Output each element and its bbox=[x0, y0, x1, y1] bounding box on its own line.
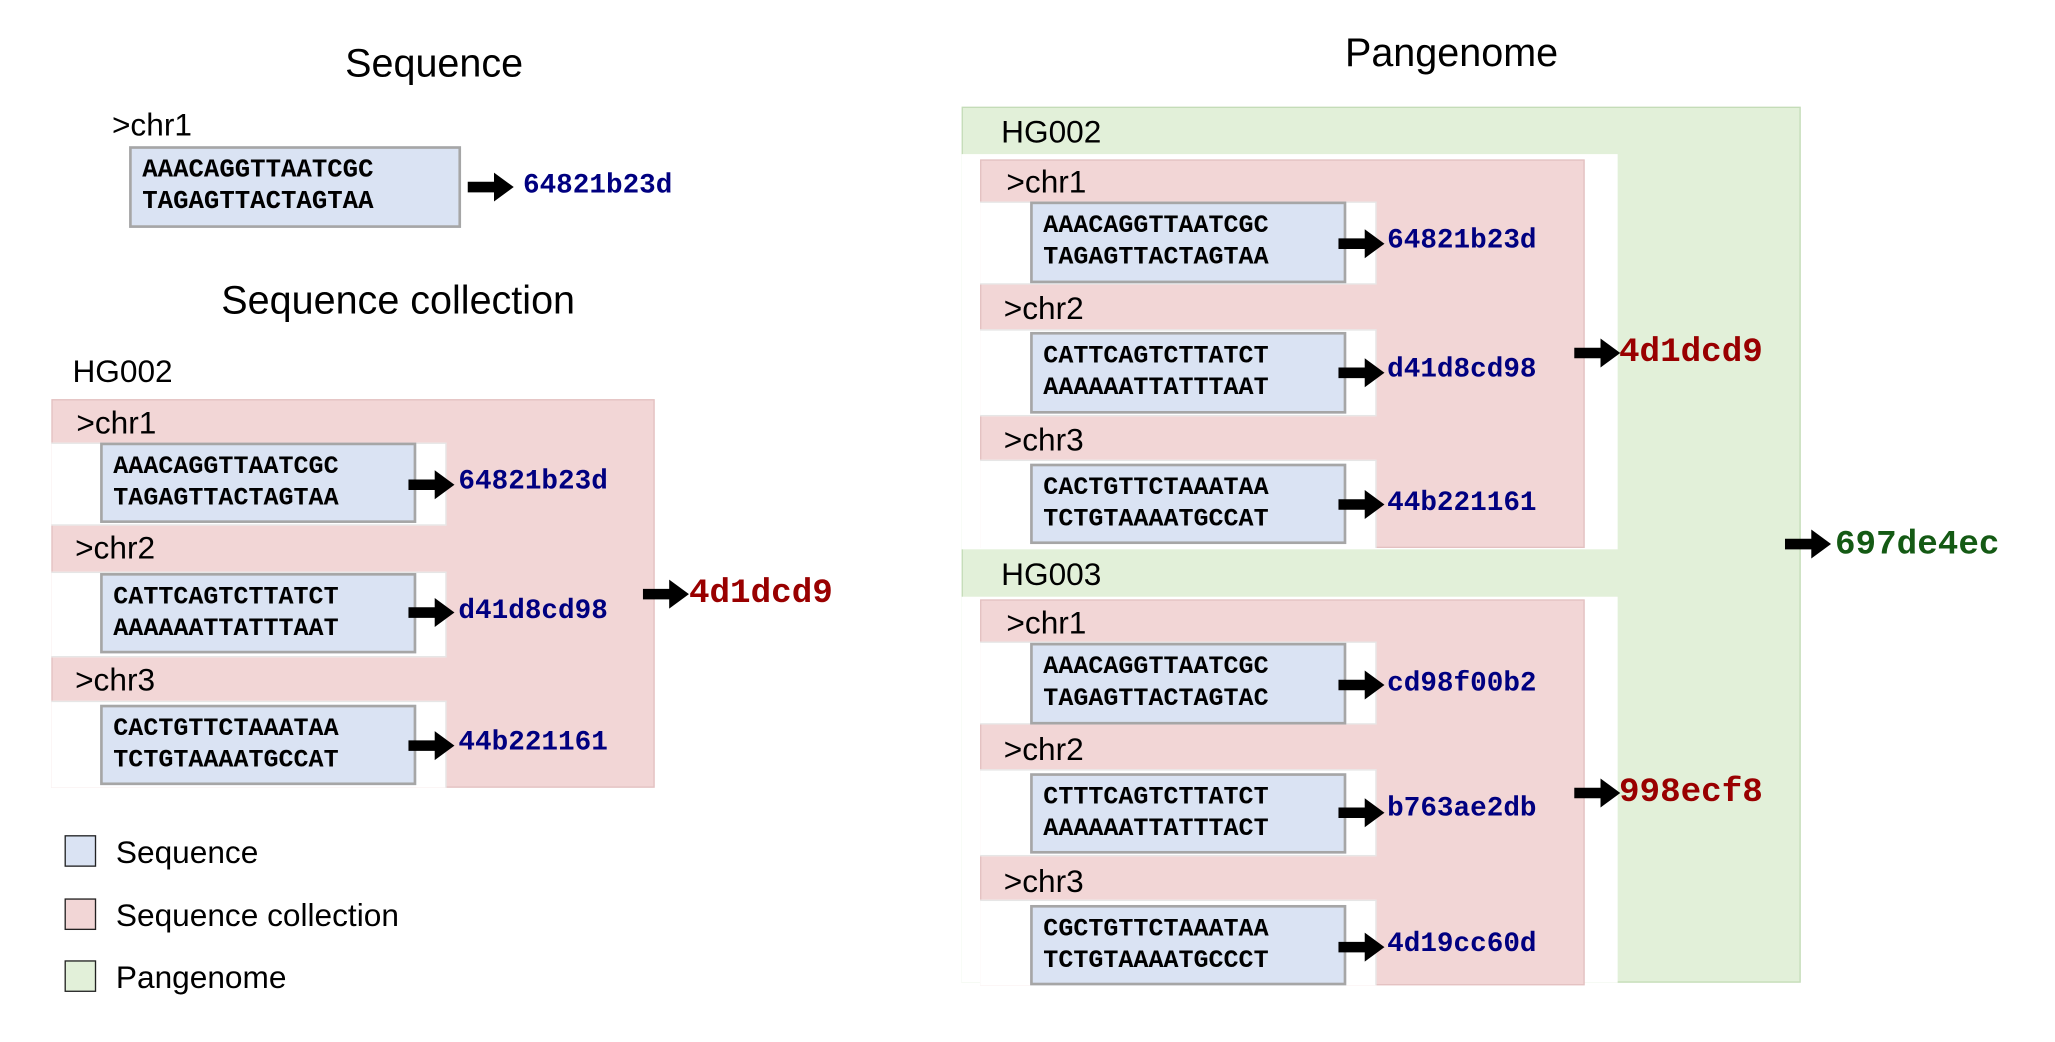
chrom-name: >chr1 bbox=[1006, 605, 1087, 642]
legend-collection-label: Sequence collection bbox=[115, 898, 399, 934]
arrow-icon bbox=[1338, 358, 1385, 388]
sequence-hash: b763ae2db bbox=[1387, 794, 1537, 825]
sequence-line: CATTCAGTCTTATCT bbox=[113, 582, 339, 612]
collection-name: HG002 bbox=[72, 354, 173, 390]
arrow-icon bbox=[1338, 490, 1385, 520]
sequence-box: CACTGTTCTAAATAA TCTGTAAAATGCCAT bbox=[100, 704, 417, 786]
arrow-icon bbox=[1574, 338, 1621, 368]
sequence-hash: 44b221161 bbox=[458, 728, 608, 759]
sequence-box: CGCTGTTCTAAATAA TCTGTAAAATGCCCT bbox=[1030, 904, 1347, 986]
arrow-icon bbox=[408, 470, 455, 500]
legend-sequence-swatch bbox=[64, 835, 97, 867]
pangenome-hash: 697de4ec bbox=[1834, 524, 2000, 564]
arrow-icon bbox=[1574, 778, 1621, 808]
sequence-line: AAACAGGTTAATCGC bbox=[1043, 652, 1269, 682]
sequence-line: AAACAGGTTAATCGC bbox=[142, 155, 374, 185]
sequence-line: CACTGTTCTAAATAA bbox=[1043, 472, 1269, 502]
chrom-name: >chr1 bbox=[1006, 164, 1087, 201]
sequence-line: AAAAAATTATTTAAT bbox=[113, 613, 339, 643]
sequence-title: Sequence bbox=[345, 42, 524, 86]
genome-name: HG003 bbox=[1001, 557, 1102, 593]
collection-hash: 998ecf8 bbox=[1618, 771, 1763, 812]
legend-pangenome-label: Pangenome bbox=[115, 960, 287, 996]
arrow-icon bbox=[642, 579, 689, 609]
chrom-name: >chr1 bbox=[76, 405, 157, 442]
sequence-line: TAGAGTTACTAGTAA bbox=[113, 483, 339, 513]
sequence-hash: d41d8cd98 bbox=[458, 596, 608, 628]
chrom-name: >chr3 bbox=[1003, 422, 1084, 459]
sequence-hash: d41d8cd98 bbox=[1387, 355, 1537, 386]
sequence-hash: cd98f00b2 bbox=[1387, 669, 1537, 700]
sequence-hash: 64821b23d bbox=[1387, 226, 1537, 257]
sequence-line: AAAAAATTATTTACT bbox=[1043, 814, 1269, 844]
sequence-box: CACTGTTCTAAATAA TCTGTAAAATGCCAT bbox=[1030, 463, 1347, 545]
chrom-name: >chr2 bbox=[1003, 291, 1084, 327]
arrow-icon bbox=[467, 172, 514, 202]
sequence-box: CTTTCAGTCTTATCT AAAAAATTATTTACT bbox=[1030, 773, 1347, 854]
sequence-line: CTTTCAGTCTTATCT bbox=[1043, 782, 1269, 812]
sequence-hash: 64821b23d bbox=[458, 467, 608, 498]
sequence-line: CATTCAGTCTTATCT bbox=[1043, 341, 1269, 371]
sequence-box: AAACAGGTTAATCGC TAGAGTTACTAGTAC bbox=[1030, 642, 1347, 725]
sequence-line: TCTGTAAAATGCCCT bbox=[1043, 945, 1269, 975]
chrom-name: >chr2 bbox=[1003, 732, 1084, 768]
sequence-box: CATTCAGTCTTATCT AAAAAATTATTTAAT bbox=[1030, 331, 1347, 414]
arrow-icon bbox=[408, 731, 455, 761]
sequence-box: AAACAGGTTAATCGC TAGAGTTACTAGTAA bbox=[1030, 201, 1347, 284]
sequence-hash: 64821b23d bbox=[522, 171, 673, 202]
sequence-line: AAACAGGTTAATCGC bbox=[1043, 210, 1269, 240]
sequence-line: TAGAGTTACTAGTAC bbox=[1043, 683, 1269, 713]
sequence-box: AAACAGGTTAATCGC TAGAGTTACTAGTAA bbox=[129, 146, 462, 228]
sequence-box: AAACAGGTTAATCGC TAGAGTTACTAGTAA bbox=[100, 442, 417, 523]
sequence-line: AAAAAATTATTTAAT bbox=[1043, 372, 1269, 402]
chrom-name: >chr3 bbox=[1003, 864, 1084, 900]
arrow-icon bbox=[1784, 529, 1832, 559]
sequence-line: AAACAGGTTAATCGC bbox=[113, 451, 339, 481]
sequence-box: CATTCAGTCTTATCT AAAAAATTATTTAAT bbox=[100, 573, 417, 654]
sequence-name: >chr1 bbox=[111, 108, 192, 144]
genome-name: HG002 bbox=[1001, 114, 1102, 151]
arrow-icon bbox=[408, 598, 455, 628]
legend-sequence-label: Sequence bbox=[115, 835, 259, 871]
legend-collection-swatch bbox=[64, 898, 97, 931]
sequence-line: TAGAGTTACTAGTAA bbox=[142, 187, 374, 217]
pangenome-title: Pangenome bbox=[1344, 31, 1559, 76]
sequence-hash: 44b221161 bbox=[1387, 488, 1537, 520]
arrow-icon bbox=[1338, 670, 1385, 700]
arrow-icon bbox=[1338, 798, 1385, 828]
sequence-line: TCTGTAAAATGCCAT bbox=[1043, 504, 1269, 534]
legend-pangenome-swatch bbox=[64, 960, 97, 992]
collection-title: Sequence collection bbox=[221, 279, 576, 323]
arrow-icon bbox=[1338, 229, 1385, 259]
sequence-line: TAGAGTTACTAGTAA bbox=[1043, 242, 1269, 272]
chrom-name: >chr2 bbox=[75, 530, 156, 567]
sequence-line: CGCTGTTCTAAATAA bbox=[1043, 914, 1269, 944]
chrom-name: >chr3 bbox=[75, 662, 156, 699]
collection-hash: 4d1dcd9 bbox=[688, 573, 833, 613]
arrow-icon bbox=[1338, 932, 1385, 962]
sequence-line: TCTGTAAAATGCCAT bbox=[113, 745, 339, 775]
sequence-hash: 4d19cc60d bbox=[1387, 930, 1537, 961]
sequence-line: CACTGTTCTAAATAA bbox=[113, 713, 339, 743]
collection-hash: 4d1dcd9 bbox=[1618, 331, 1763, 372]
